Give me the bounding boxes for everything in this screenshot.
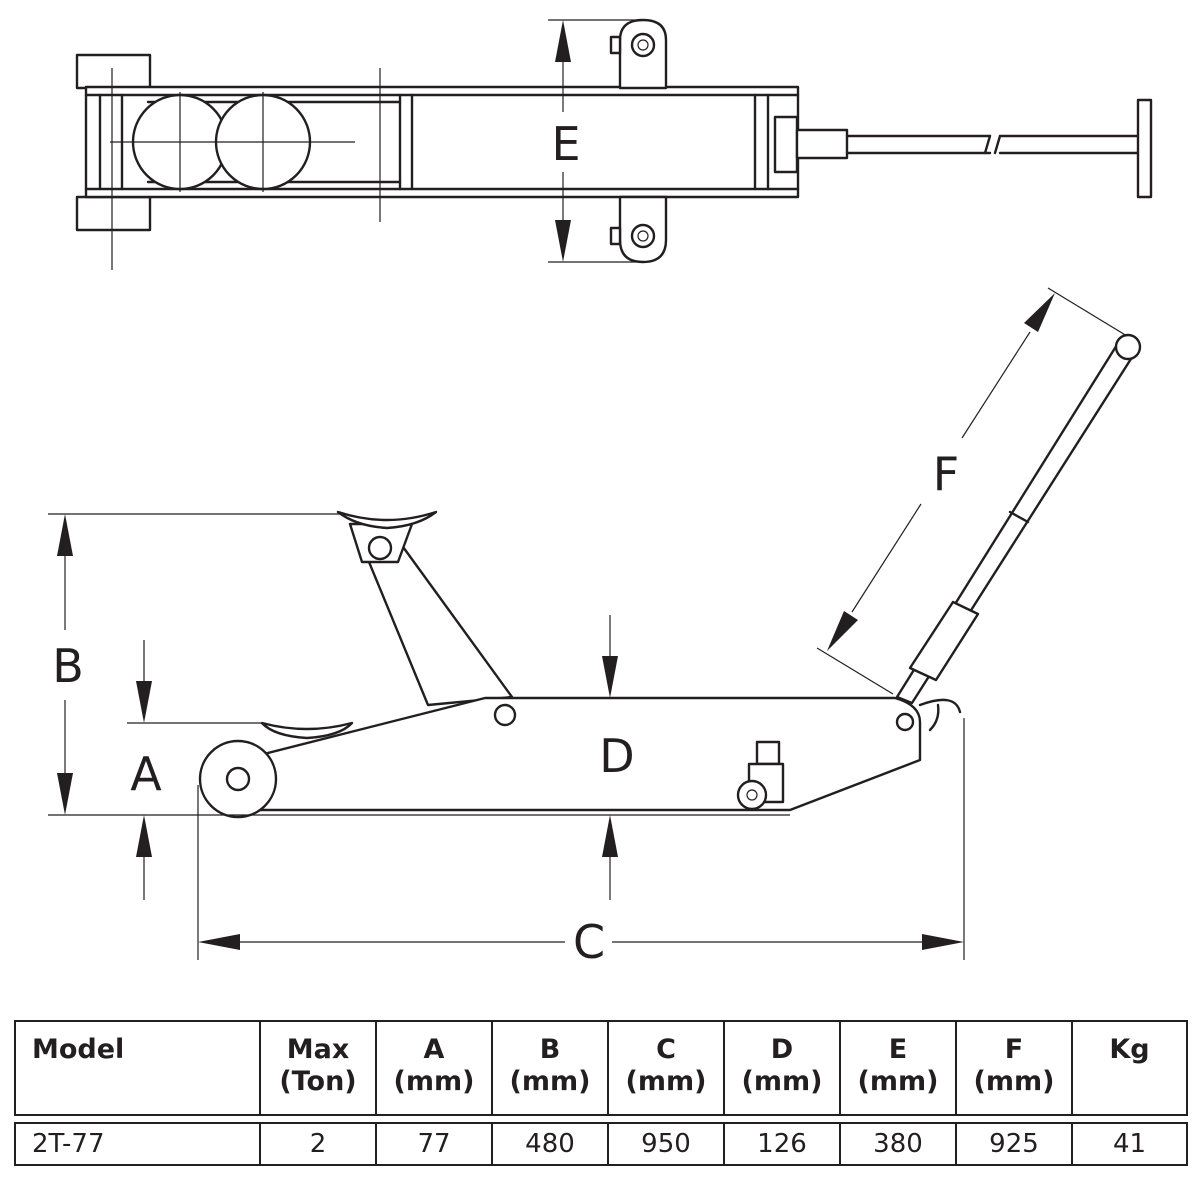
jack-body bbox=[238, 696, 922, 812]
header-model: Model bbox=[14, 1020, 261, 1116]
saddle-raised-side bbox=[336, 510, 438, 530]
dimension-label-d: D bbox=[599, 729, 634, 783]
dimension-label-f: F bbox=[933, 447, 959, 501]
front-wheel-top bbox=[75, 53, 152, 90]
lift-arm bbox=[360, 538, 514, 707]
top-view: E bbox=[75, 18, 1153, 270]
handle-side bbox=[895, 333, 1142, 705]
saddle-lowered-side bbox=[260, 721, 354, 740]
header-c: C(mm) bbox=[607, 1020, 725, 1116]
cell-a: 77 bbox=[375, 1122, 493, 1166]
header-e: E(mm) bbox=[839, 1020, 957, 1116]
dimension-label-a: A bbox=[130, 747, 162, 801]
cell-e: 380 bbox=[839, 1122, 957, 1166]
handle-grip bbox=[1136, 98, 1153, 199]
cell-b: 480 bbox=[491, 1122, 609, 1166]
front-wheel-bottom bbox=[75, 195, 152, 232]
dimension-label-e: E bbox=[551, 117, 580, 171]
cell-f: 925 bbox=[955, 1122, 1073, 1166]
dimension-label-c: C bbox=[573, 915, 605, 969]
dimension-label-b: B bbox=[52, 639, 84, 693]
header-b: B(mm) bbox=[491, 1020, 609, 1116]
header-kg: Kg bbox=[1071, 1020, 1188, 1116]
rear-caster-top bbox=[609, 18, 668, 90]
rear-caster-side bbox=[736, 740, 785, 811]
header-a: A(mm) bbox=[375, 1020, 493, 1116]
side-view: B A D C F bbox=[48, 287, 1142, 969]
jack-dimension-drawing: E bbox=[48, 18, 1153, 969]
table-spacer bbox=[15, 1114, 1187, 1124]
table-row: 2T-77 2 77 480 950 126 380 925 41 bbox=[14, 1122, 1188, 1166]
header-d: D(mm) bbox=[723, 1020, 841, 1116]
rear-caster-bottom bbox=[609, 195, 668, 264]
cell-model: 2T-77 bbox=[14, 1122, 261, 1166]
specification-table: Model Max(Ton) A(mm) B(mm) C(mm) D(mm) E… bbox=[14, 1020, 1188, 1166]
cell-c: 950 bbox=[607, 1122, 725, 1166]
cell-kg: 41 bbox=[1071, 1122, 1188, 1166]
header-f: F(mm) bbox=[955, 1020, 1073, 1116]
table-header-row: Model Max(Ton) A(mm) B(mm) C(mm) D(mm) E… bbox=[14, 1020, 1188, 1116]
header-max-ton: Max(Ton) bbox=[259, 1020, 377, 1116]
cell-max-ton: 2 bbox=[259, 1122, 377, 1166]
cell-d: 126 bbox=[723, 1122, 841, 1166]
